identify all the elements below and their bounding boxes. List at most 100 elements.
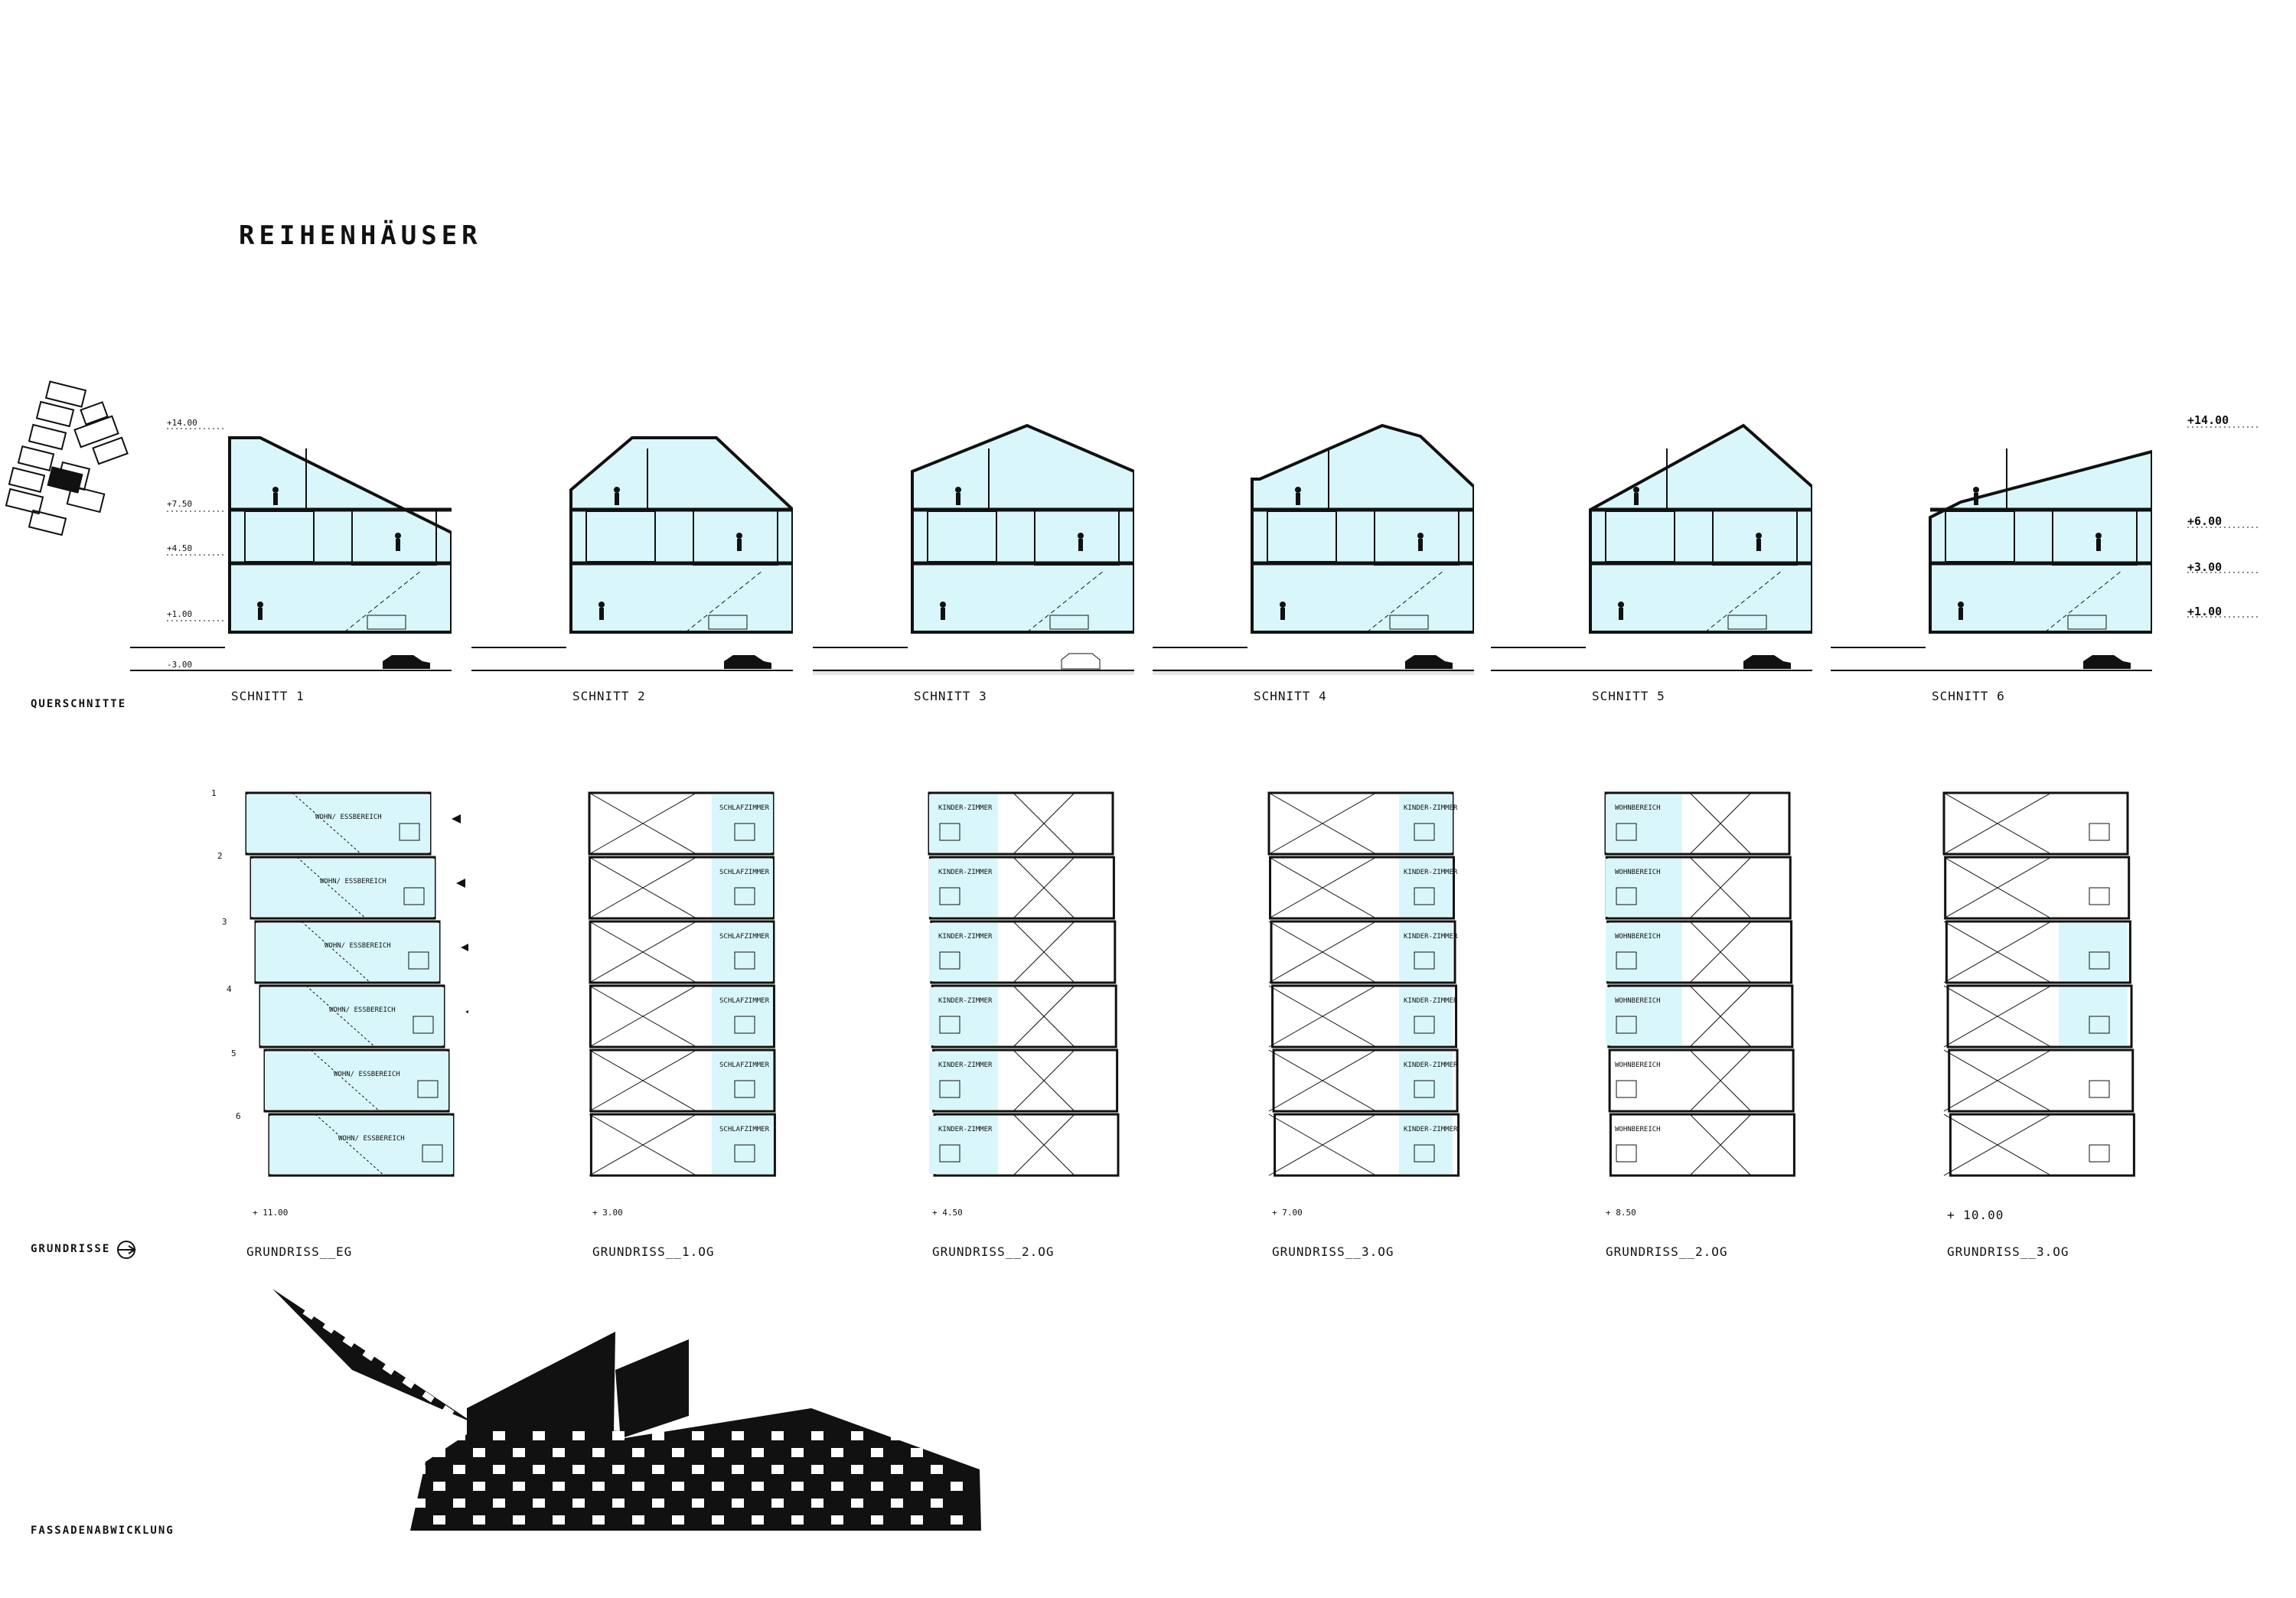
person-icon	[2095, 533, 2102, 539]
void-cross	[1689, 921, 1752, 983]
person-icon	[2096, 539, 2101, 551]
street-band	[813, 669, 1134, 675]
plan-caption-4: GRUNDRISS__3.OG	[1272, 1244, 1394, 1259]
furniture	[417, 1080, 439, 1098]
furniture	[939, 1144, 960, 1163]
facade-window	[493, 1499, 505, 1508]
void-cross	[1689, 1049, 1752, 1112]
facade-window	[632, 1448, 644, 1457]
facade-window	[911, 1448, 923, 1457]
facade-window	[911, 1515, 923, 1525]
furniture	[1414, 951, 1435, 970]
room-outline	[2052, 509, 2138, 566]
furniture	[403, 887, 425, 905]
furniture	[939, 887, 960, 905]
level-left-2: +7.50	[167, 499, 193, 509]
person-icon	[1634, 493, 1639, 505]
plan-unit	[589, 1048, 776, 1113]
section-4-building	[1251, 423, 1474, 634]
facade-window	[402, 1378, 415, 1389]
facade-window	[433, 1448, 445, 1457]
section-caption-6: SCHNITT 6	[1932, 689, 2005, 703]
unit-number-2: 2	[217, 851, 223, 861]
unit-number-3: 3	[222, 917, 227, 927]
row-label-sections: QUERSCHNITTE	[31, 698, 127, 710]
void-cross	[589, 856, 697, 919]
room-label: WOHN/ ESSBEREICH	[338, 1135, 405, 1143]
stair	[344, 570, 422, 633]
facade-window	[493, 1431, 505, 1440]
stair-run	[310, 1049, 380, 1112]
room-label: KINDER-ZIMMER	[1404, 1062, 1458, 1069]
furniture	[708, 615, 748, 630]
plan-unit	[588, 856, 775, 920]
facade-window	[513, 1515, 525, 1525]
facade-window	[533, 1499, 545, 1508]
furniture	[734, 1016, 755, 1034]
plan-unit	[1270, 920, 1456, 984]
section-caption-2: SCHNITT 2	[572, 689, 646, 703]
furniture	[734, 1080, 755, 1098]
furniture	[1414, 1144, 1435, 1163]
plan-level-6: + 10.00	[1947, 1208, 2004, 1222]
void-cross	[1943, 1049, 2052, 1112]
level-right-3: +3.00	[2187, 560, 2223, 574]
room-label: WOHNBEREICH	[1615, 1126, 1661, 1133]
person-icon	[1958, 608, 1963, 620]
void-cross	[1013, 921, 1075, 983]
furniture	[734, 1144, 755, 1163]
facade-window	[612, 1465, 625, 1474]
person-icon	[396, 539, 400, 551]
facade-window	[553, 1515, 565, 1525]
furniture	[939, 823, 960, 841]
facade-window	[592, 1448, 605, 1457]
level-left-1: +14.00	[167, 418, 197, 428]
room-outline	[351, 509, 437, 566]
entrance-arrow-icon	[461, 944, 468, 951]
facade-window	[851, 1499, 863, 1508]
stair	[2044, 570, 2122, 633]
sections-row	[0, 0, 2296, 689]
void-cross	[1268, 921, 1377, 983]
void-cross	[1689, 792, 1752, 855]
north-arrow-icon	[117, 1241, 136, 1259]
facade-window	[453, 1499, 465, 1508]
facade-window	[592, 1482, 605, 1491]
person-icon	[1958, 602, 1964, 608]
person-icon	[1633, 487, 1639, 493]
plan-level-4: + 7.00	[1272, 1208, 1303, 1218]
facade-window	[811, 1431, 823, 1440]
plan-caption-1: GRUNDRISS__EG	[246, 1244, 353, 1259]
plan-unit	[1609, 1113, 1795, 1177]
plan-3: KINDER-ZIMMERKINDER-ZIMMERKINDER-ZIMMERK…	[928, 791, 1120, 1177]
facade-window	[553, 1448, 565, 1457]
room-outline	[927, 510, 997, 563]
facade-window	[672, 1482, 684, 1491]
furniture	[2089, 1144, 2110, 1163]
furniture	[1414, 887, 1435, 905]
facade-window	[453, 1465, 465, 1474]
plan-level-1: + 11.00	[253, 1208, 289, 1218]
facade-window	[533, 1431, 545, 1440]
person-icon	[615, 493, 619, 505]
facade-window	[632, 1515, 644, 1525]
facade-window	[632, 1482, 644, 1491]
furniture	[2067, 615, 2107, 630]
facade-window	[931, 1431, 943, 1440]
facade-window	[732, 1431, 744, 1440]
section-1-building	[228, 436, 452, 634]
facade-window	[572, 1499, 585, 1508]
facade-window	[672, 1515, 684, 1525]
plan-5: WOHNBEREICHWOHNBEREICHWOHNBEREICHWOHNBER…	[1604, 791, 1795, 1177]
person-icon	[273, 493, 278, 505]
room-label: SCHLAFZIMMER	[719, 869, 770, 876]
facade-window	[931, 1499, 943, 1508]
stair-run	[315, 1114, 385, 1176]
furniture	[2089, 1016, 2110, 1034]
room-label: WOHN/ ESSBEREICH	[315, 814, 382, 821]
row-label-plans: GRUNDRISSE	[31, 1243, 111, 1255]
car-icon	[1061, 653, 1101, 670]
furniture	[1616, 1080, 1637, 1098]
facade-mass-3	[620, 1408, 981, 1531]
void-cross	[589, 1049, 697, 1112]
